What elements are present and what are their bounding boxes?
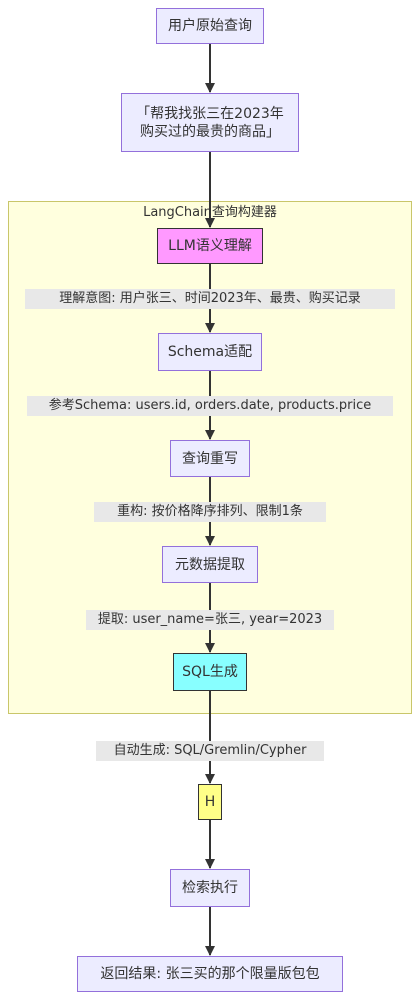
node-sql-generation: SQL生成 — [173, 653, 247, 691]
node-retrieval-execution: 检索执行 — [170, 869, 250, 907]
edge-label-restructure: 重构: 按价格降序排列、限制1条 — [94, 502, 326, 522]
node-h: H — [198, 784, 222, 820]
node-query-quote: 「帮我找张三在2023年 购买过的最贵的商品」 — [121, 93, 299, 152]
node-query-rewrite: 查询重写 — [170, 440, 250, 477]
edge-label-auto-generation: 自动生成: SQL/Gremlin/Cypher — [96, 741, 324, 761]
edge-label-schema-reference: 参考Schema: users.id, orders.date, product… — [27, 396, 393, 416]
node-user-query: 用户原始查询 — [156, 8, 264, 44]
node-schema-adaptation: Schema适配 — [158, 333, 262, 371]
edge-label-intent: 理解意图: 用户张三、时间2023年、最贵、购买记录 — [25, 289, 395, 309]
node-metadata-extraction: 元数据提取 — [162, 546, 258, 583]
node-return-result: 返回结果: 张三买的那个限量版包包 — [77, 956, 343, 992]
node-llm-semantic-understanding: LLM语义理解 — [157, 228, 263, 264]
edge-label-extraction: 提取: user_name=张三, year=2023 — [86, 610, 334, 630]
